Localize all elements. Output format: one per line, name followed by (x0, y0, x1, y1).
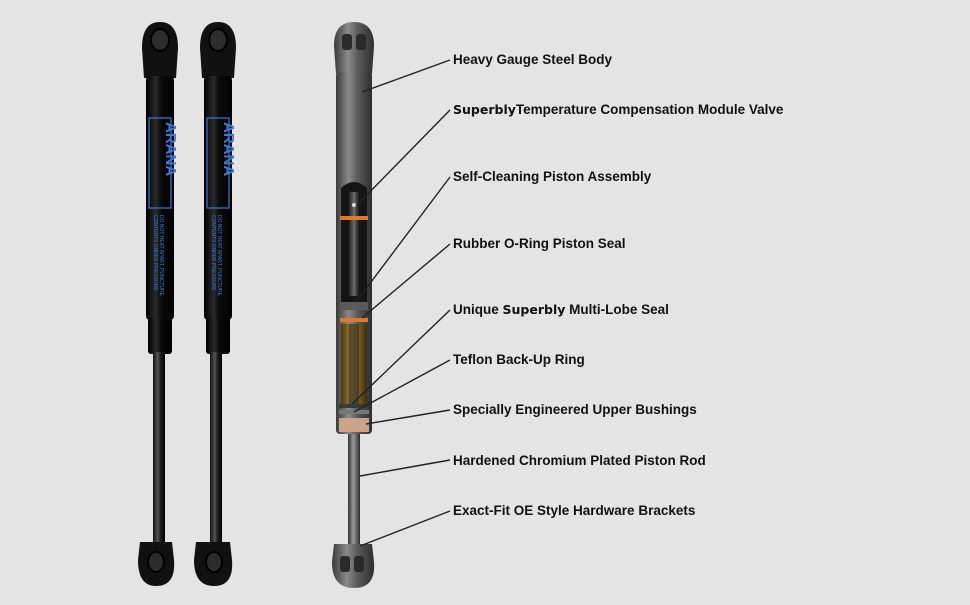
callout-multi-lobe-seal: Unique Superbly Multi-Lobe Seal (453, 302, 669, 318)
strut-left-body (146, 76, 174, 320)
strut-middle-warning-line-1: DO NOT HEAT APART, PUNCTURE (216, 215, 222, 297)
cutaway-bottom-end-fitting (332, 544, 375, 588)
cutaway-bottom-socket-right (354, 556, 364, 572)
callout-backup-ring: Teflon Back-Up Ring (453, 352, 585, 368)
cutaway-piston-rod (348, 434, 360, 544)
leader-upper-bushings (365, 409, 451, 425)
strut-left-warning-line-2: CONTENTS UNDER PRESSURE (152, 215, 158, 291)
strut-left-top-socket (150, 28, 170, 52)
callout-piston-rod-text: Hardened Chromium Plated Piston Rod (453, 453, 706, 468)
callout-temp-valve: SuperblyTemperature Compensation Module … (453, 102, 783, 118)
callout-piston-assembly: Self-Cleaning Piston Assembly (453, 169, 651, 185)
callout-piston-rod: Hardened Chromium Plated Piston Rod (453, 453, 706, 469)
cutaway-upper-bushing (339, 418, 369, 432)
strut-middle-piston-rod (210, 352, 222, 542)
callout-o-ring-seal: Rubber O-Ring Piston Seal (453, 236, 626, 252)
strut-left-brand-label: ARANA (162, 122, 179, 176)
callout-multi-lobe-seal-text: Multi-Lobe Seal (565, 302, 669, 317)
cutaway-bottom-socket-left (340, 556, 350, 572)
callout-temp-valve-brand: Superbly (453, 102, 516, 117)
leader-o-ring-seal (361, 243, 451, 319)
cutaway-piston-head (340, 302, 368, 310)
callout-hardware-brackets: Exact-Fit OE Style Hardware Brackets (453, 503, 695, 519)
strut-middle: ARANA DO NOT HEAT APART, PUNCTURE CONTEN… (194, 22, 237, 586)
strut-middle-bottom-socket (205, 551, 223, 573)
strut-left-blue-label-frame (148, 117, 172, 209)
strut-middle-body (204, 76, 232, 320)
callout-steel-body: Heavy Gauge Steel Body (453, 52, 612, 68)
strut-middle-collar (206, 318, 230, 354)
cutaway-temp-valve-seal (340, 216, 368, 220)
strut-cutaway (332, 22, 375, 588)
callout-hardware-brackets-text: Exact-Fit OE Style Hardware Brackets (453, 503, 696, 518)
leader-backup-ring (353, 359, 451, 413)
cutaway-valve-port (352, 203, 356, 207)
cutaway-top-socket-left (342, 34, 352, 50)
callout-multi-lobe-seal-brand: Superbly (502, 302, 566, 317)
strut-left: ARANA DO NOT HEAT APART, PUNCTURE CONTEN… (138, 22, 179, 586)
strut-left-warning-line-1: DO NOT HEAT APART, PUNCTURE (158, 215, 164, 297)
cutaway-o-ring (340, 318, 368, 322)
callout-piston-assembly-text: Self-Cleaning Piston Assembly (453, 169, 652, 184)
callout-temp-valve-text: Temperature Compensation Module Valve (515, 102, 784, 117)
cutaway-rod-inside (349, 324, 359, 406)
callout-upper-bushings-text: Specially Engineered Upper Bushings (453, 402, 697, 417)
strut-left-piston-rod (153, 352, 165, 542)
strut-left-bottom-socket (147, 551, 165, 573)
callout-o-ring-seal-text: Rubber O-Ring Piston Seal (453, 236, 626, 251)
cutaway-top-end-fitting (334, 22, 374, 74)
callout-upper-bushings: Specially Engineered Upper Bushings (453, 402, 697, 418)
callout-steel-body-text: Heavy Gauge Steel Body (453, 52, 613, 67)
callout-leader-lines (351, 59, 451, 547)
leader-steel-body (361, 59, 451, 93)
callout-backup-ring-text: Teflon Back-Up Ring (453, 352, 585, 367)
leader-piston-assembly (355, 176, 451, 303)
strut-middle-top-socket (208, 28, 228, 52)
callout-multi-lobe-seal-prefix: Unique (453, 302, 503, 317)
leader-temp-valve (355, 109, 451, 207)
cutaway-top-socket-right (356, 34, 366, 50)
leader-multi-lobe-seal (351, 309, 451, 405)
cutaway-multi-lobe-seal (339, 404, 369, 408)
leader-hardware-brackets (359, 510, 451, 547)
leader-piston-rod (359, 459, 451, 477)
strut-middle-brand-label: ARANA (220, 122, 237, 176)
cutaway-inner-piston (349, 192, 359, 296)
strut-middle-warning-line-2: CONTENTS UNDER PRESSURE (210, 215, 216, 291)
strut-middle-blue-label-frame (206, 117, 230, 209)
strut-left-collar (148, 318, 172, 354)
